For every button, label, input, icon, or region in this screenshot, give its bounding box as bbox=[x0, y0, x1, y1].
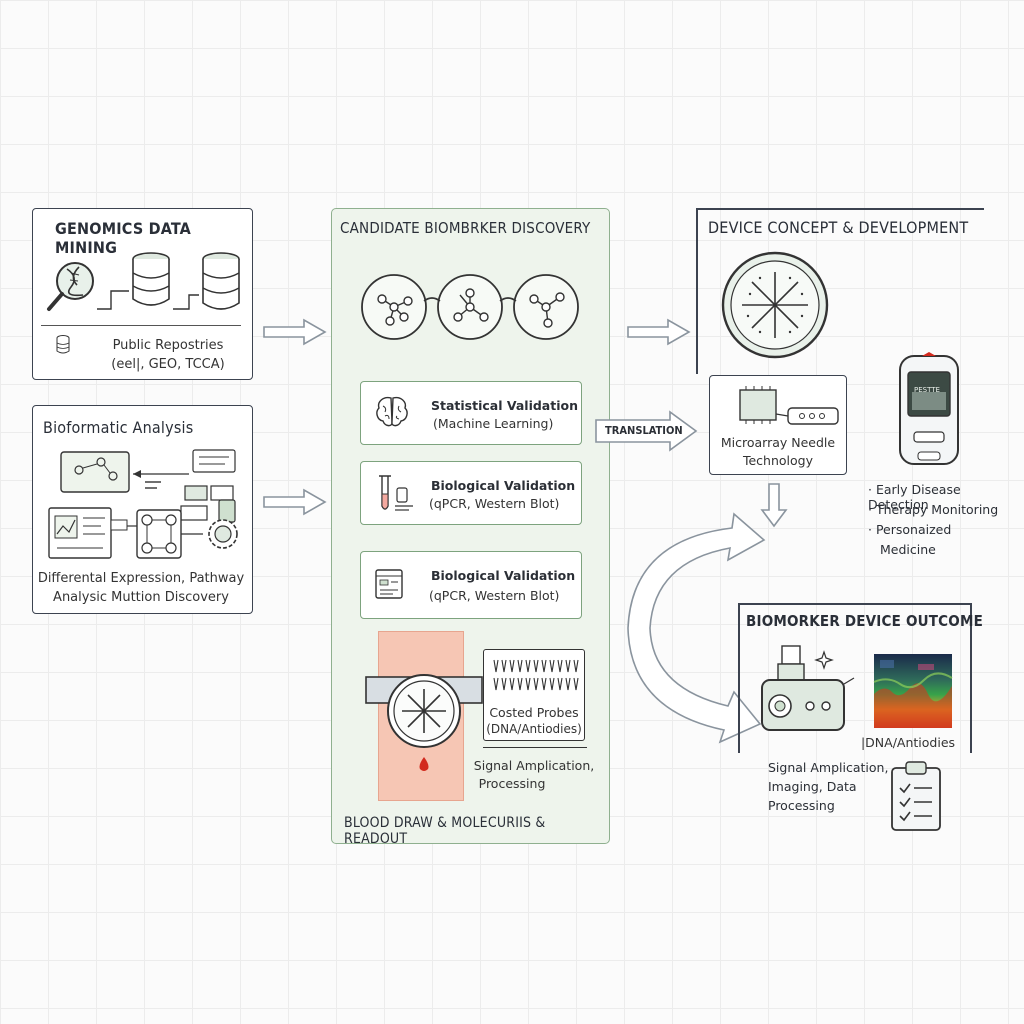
divider-line bbox=[483, 747, 587, 749]
signal-caption-line1: Signal Amplication, bbox=[473, 758, 595, 773]
genomics-caption-line2: (eel|, GEO, TCCA) bbox=[111, 357, 225, 372]
connector-lines bbox=[97, 290, 199, 310]
outcome-title: BIOMORKER DEVICE OUTCOME bbox=[746, 612, 983, 630]
application-item-early-detection: · Early Disease Detection bbox=[868, 482, 961, 512]
signal-caption-line2: Processing bbox=[478, 776, 546, 791]
microarray-needle-panel: Microarray Needle Technology bbox=[709, 375, 847, 475]
needle-caption-line1: Microarray Needle bbox=[720, 435, 836, 450]
heatmap-caption: |DNA/Antiodies bbox=[860, 735, 956, 750]
probes-caption-line1: Costed Probes bbox=[489, 705, 579, 720]
molecule-circles-icon bbox=[361, 274, 579, 340]
statistical-validation-title: Statistical Validation bbox=[431, 398, 578, 413]
brain-icon bbox=[376, 396, 408, 427]
meter-screen-label: PESTTE bbox=[914, 386, 940, 394]
needle-disc-icon bbox=[721, 251, 829, 359]
statistical-validation-card: Statistical Validation (Machine Learning… bbox=[360, 381, 582, 445]
curved-arrow bbox=[627, 512, 766, 744]
outcome-signal-line3: Processing bbox=[768, 798, 835, 813]
bioinformatic-title: Bioformatic Analysis bbox=[43, 418, 194, 437]
dashboard-network-icon bbox=[48, 507, 238, 559]
divider-line bbox=[41, 325, 241, 327]
biological-validation-title: Biological Validation bbox=[431, 478, 576, 493]
candidate-discovery-panel: CANDIDATE BIOMBRKER DISCOVERY Statistica… bbox=[331, 208, 610, 847]
biological-validation-2-title: Biological Validation bbox=[431, 568, 576, 583]
candidate-title: CANDIDATE BIOMBRKER DISCOVERY bbox=[340, 219, 591, 237]
genomics-title: GENOMICS DATA MINING bbox=[55, 219, 192, 257]
application-item-personalized: · Personaized bbox=[868, 522, 952, 537]
device-concept-title: DEVICE CONCEPT & DEVELOPMENT bbox=[708, 218, 969, 237]
microchip-needle-icon bbox=[739, 386, 839, 425]
test-tube-icon bbox=[379, 475, 413, 511]
outcome-frame-top bbox=[738, 603, 972, 605]
workflow-diagram-icon bbox=[60, 449, 236, 523]
database-icon bbox=[132, 252, 170, 306]
device-concept-frame-left bbox=[696, 208, 698, 374]
application-item-therapy: · Therapy Monitoring bbox=[868, 502, 999, 517]
arrow-right bbox=[263, 488, 327, 516]
genomics-caption-line1: Public Repostries bbox=[112, 338, 224, 353]
bioinformatic-caption-line2: Analysic Muttion Discovery bbox=[53, 590, 229, 605]
statistical-validation-sub: (Machine Learning) bbox=[433, 416, 554, 431]
arrow-right bbox=[263, 318, 327, 346]
imaging-instrument-icon bbox=[761, 645, 855, 731]
clipboard-checklist-icon bbox=[891, 761, 941, 831]
small-database-icon bbox=[56, 335, 70, 354]
probes-array-icon bbox=[493, 659, 579, 691]
outcome-signal-line2: Imaging, Data bbox=[768, 779, 857, 794]
device-concept-frame-top bbox=[696, 208, 984, 210]
arrow-right bbox=[627, 318, 691, 346]
biological-validation-card-2: Biological Validation (qPCR, Western Blo… bbox=[360, 551, 582, 619]
heatmap-icon bbox=[873, 654, 953, 728]
biological-validation-2-sub: (qPCR, Western Blot) bbox=[429, 588, 560, 603]
arrow-down bbox=[760, 483, 788, 528]
bioinformatic-analysis-panel: Bioformatic Analysis Diffe bbox=[32, 405, 253, 614]
outcome-frame-left bbox=[738, 603, 740, 753]
biological-validation-sub: (qPCR, Western Blot) bbox=[429, 496, 560, 511]
application-item-medicine: Medicine bbox=[880, 542, 936, 557]
wrist-needle-device-icon bbox=[365, 674, 483, 771]
magnifier-dna-icon bbox=[47, 262, 94, 311]
genomics-data-mining-panel: GENOMICS DATA MINING Public Repostries (… bbox=[32, 208, 253, 380]
translation-label: TRANSLATION bbox=[605, 424, 683, 437]
translation-arrow bbox=[595, 410, 698, 452]
bioinformatic-caption-line1: Differental Expression, Pathway bbox=[37, 571, 245, 586]
handheld-meter-icon bbox=[899, 352, 959, 465]
blood-draw-title: BLOOD DRAW & MOLECURIIS & READOUT bbox=[344, 815, 546, 847]
needle-caption-line2: Technology bbox=[742, 453, 814, 468]
outcome-frame-right bbox=[970, 603, 972, 753]
database-icon bbox=[202, 252, 240, 310]
outcome-signal-line1: Signal Amplication, bbox=[768, 760, 889, 775]
probes-caption-line2: (DNA/Antiodies) bbox=[486, 722, 582, 736]
coated-probes-panel: Costed Probes (DNA/Antiodies) bbox=[483, 649, 585, 741]
biological-validation-card: Biological Validation (qPCR, Western Blo… bbox=[360, 461, 582, 525]
screen-icon bbox=[375, 569, 403, 599]
